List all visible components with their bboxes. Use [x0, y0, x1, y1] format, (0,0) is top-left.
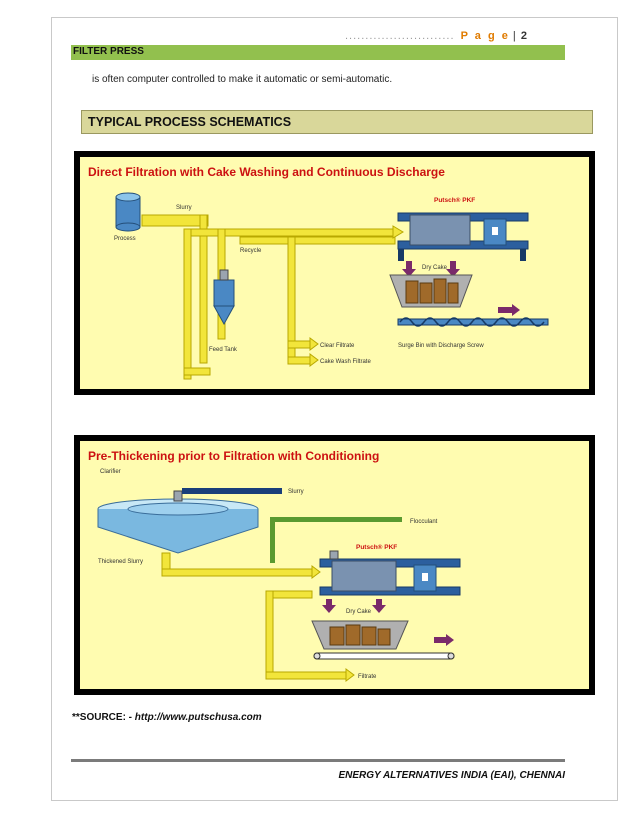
label-process: Process: [114, 236, 136, 242]
header-dots: ...........................: [345, 30, 455, 42]
label-clarifier: Clarifier: [100, 469, 121, 475]
page-number: 2: [520, 30, 527, 42]
feed-tank-icon: [213, 269, 235, 326]
page-border: [51, 17, 618, 801]
label-slurry: Slurry: [288, 489, 304, 495]
flocculant-pipe-down: [270, 517, 275, 563]
label-cake-wash-filtrate: Cake Wash Filtrate: [320, 359, 371, 365]
filtrate-pipe-down: [265, 590, 274, 680]
footer-rule: [71, 759, 565, 762]
schematic-1-background: [80, 157, 589, 389]
label-clear-filtrate: Clear Filtrate: [320, 343, 355, 349]
cake-arrow-right: [446, 261, 460, 277]
filtrate-arrow: [345, 668, 355, 682]
label-dry-cake: Dry Cake: [422, 265, 448, 271]
dry-cake-blocks: [329, 624, 391, 646]
flocculant-pipe: [270, 517, 402, 522]
schematic-2-drawing: Pre-Thickening prior to Filtration with …: [80, 441, 589, 689]
label-flocculant: Flocculant: [410, 519, 438, 525]
filter-press-icon: [319, 550, 461, 596]
feed-pipe-left: [183, 228, 192, 380]
slurry-down-pipe: [199, 214, 208, 364]
subheading: TYPICAL PROCESS SCHEMATICS: [88, 115, 292, 129]
feed-pipe-top: [183, 228, 394, 237]
clarifier-icon: [97, 490, 259, 554]
process-tank-icon: [115, 192, 141, 232]
discharge-arrow: [498, 304, 520, 316]
filtrate-pipe-out: [265, 671, 347, 680]
label-recycle: Recycle: [240, 248, 262, 254]
footer-text: ENERGY ALTERNATIVES INDIA (EAI), CHENNAI: [338, 770, 566, 781]
discharge-arrow: [434, 634, 454, 646]
filter-press-icon: [397, 212, 529, 261]
cake-arrow-right: [372, 599, 386, 613]
discharge-screw-icon: [397, 318, 549, 326]
slurry-pipe: [182, 488, 282, 494]
dry-cake-blocks: [405, 278, 459, 304]
schematic-direct-filtration: Direct Filtration with Cake Washing and …: [74, 151, 595, 395]
section-title-bar: FILTER PRESS: [71, 45, 565, 60]
clear-filtrate-pipe-out: [287, 340, 311, 349]
feed-tank-return-pipe: [183, 367, 211, 376]
subheading-box: TYPICAL PROCESS SCHEMATICS: [81, 110, 593, 134]
label-filtrate: Filtrate: [358, 674, 377, 680]
label-feed-tank: Feed Tank: [209, 347, 238, 353]
source-line: **SOURCE: - http://www.putschusa.com: [72, 712, 262, 723]
label-surge-bin: Surge Bin with Discharge Screw: [398, 343, 484, 349]
clear-filtrate-pipe-down: [287, 236, 296, 358]
thickened-slurry-pipe: [161, 568, 313, 577]
intro-text: is often computer controlled to make it …: [92, 74, 393, 85]
cake-arrow-left: [402, 261, 416, 277]
source-url[interactable]: http://www.putschusa.com: [134, 712, 262, 723]
label-slurry: Slurry: [176, 205, 192, 211]
figure1-title: Direct Filtration with Cake Washing and …: [88, 165, 445, 179]
conveyor-belt-icon: [313, 652, 455, 660]
section-title: FILTER PRESS: [73, 46, 144, 57]
press-inlet-arrow: [311, 565, 321, 579]
clear-filtrate-arrow: [309, 337, 319, 351]
cake-wash-pipe-out: [287, 356, 311, 365]
cake-arrow-left: [322, 599, 336, 613]
press-inlet-arrow: [392, 225, 404, 239]
source-prefix: **SOURCE: -: [72, 712, 135, 723]
page-label: P a g e: [460, 30, 510, 42]
figure2-title: Pre-Thickening prior to Filtration with …: [88, 449, 379, 463]
schematic-pre-thickening: Pre-Thickening prior to Filtration with …: [74, 435, 595, 695]
slurry-pipe: [141, 214, 209, 227]
label-dry-cake: Dry Cake: [346, 609, 372, 615]
recycle-pipe: [239, 236, 396, 245]
page-separator: |: [512, 30, 516, 42]
label-thickened-slurry: Thickened Slurry: [98, 559, 143, 565]
cake-wash-arrow: [309, 353, 319, 367]
schematic-1-drawing: Direct Filtration with Cake Washing and …: [80, 157, 589, 389]
page-header: ........................... P a g e | 2: [345, 30, 527, 42]
label-press: Putsch® PKF: [434, 196, 475, 204]
label-press: Putsch® PKF: [356, 543, 397, 551]
